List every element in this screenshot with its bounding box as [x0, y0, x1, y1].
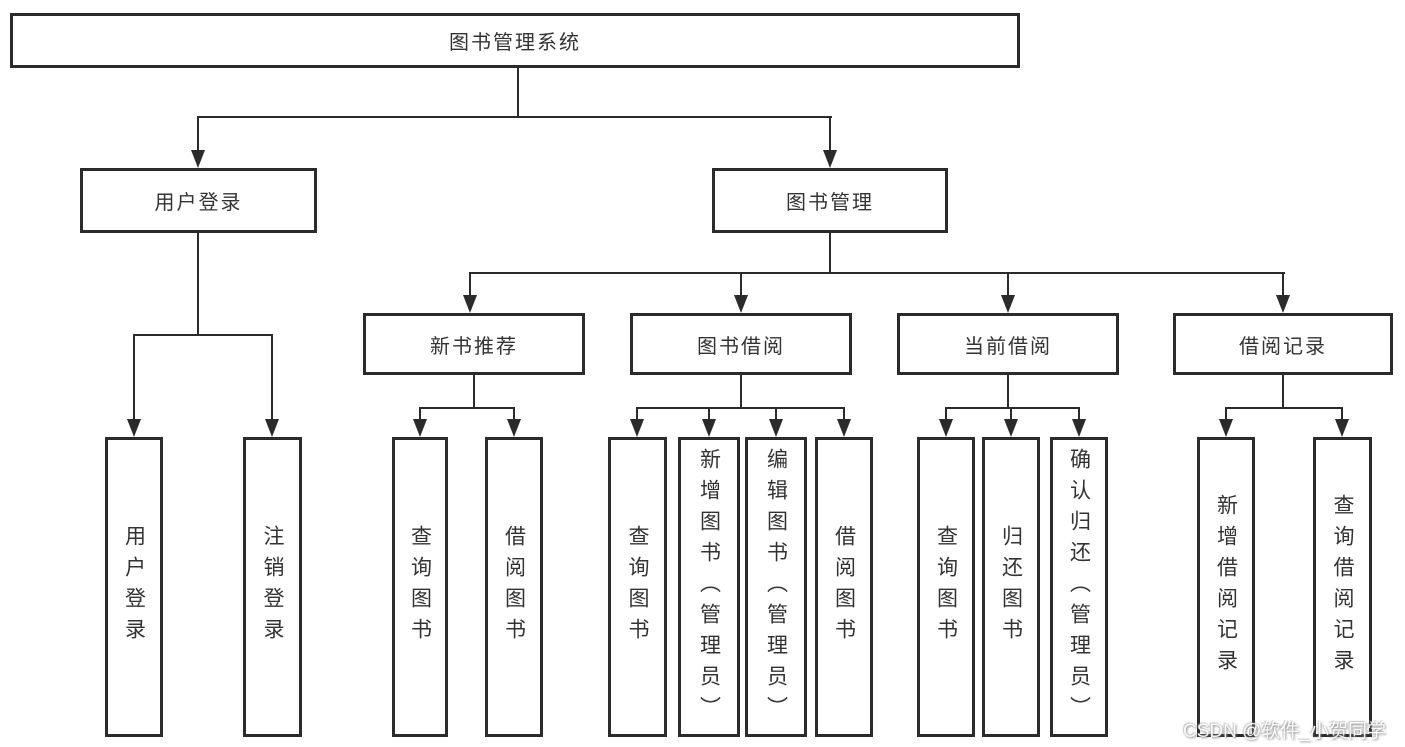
leaf-query-books-borrowing-label: 查询图书 [626, 525, 649, 649]
arrow-down-icon [1335, 419, 1349, 437]
connector-line [740, 375, 742, 408]
connector-line [473, 375, 475, 408]
connector-line [636, 407, 845, 409]
leaf-add-book-admin-label: 新增图书（管理员） [697, 447, 721, 727]
arrow-down-icon [837, 419, 851, 437]
leaf-confirm-return-admin-label: 确认归还（管理员） [1067, 447, 1091, 727]
arrow-down-icon [630, 419, 644, 437]
node-new-book-recommend-label: 新书推荐 [430, 335, 518, 358]
connector-line [1225, 407, 1343, 409]
leaf-return-books: 归还图书 [982, 437, 1040, 737]
node-root-label: 图书管理系统 [449, 32, 581, 54]
arrow-down-icon [507, 419, 521, 437]
leaf-borrow-books-recommend: 借阅图书 [485, 437, 543, 737]
connector-line [197, 116, 832, 118]
connector-line [843, 407, 845, 421]
leaf-borrow-books-recommend-label: 借阅图书 [502, 525, 526, 649]
leaf-add-borrow-record: 新增借阅记录 [1197, 437, 1255, 737]
leaf-query-borrow-record-label: 查询借阅记录 [1331, 494, 1354, 680]
node-book-borrowing: 图书借阅 [630, 313, 852, 375]
arrow-down-icon [413, 419, 427, 437]
connector-line [829, 233, 831, 274]
node-book-borrowing-label: 图书借阅 [697, 335, 785, 358]
connector-line [1282, 375, 1284, 408]
connector-line [740, 272, 742, 298]
arrow-down-icon [191, 150, 205, 168]
connector-line [1007, 375, 1009, 408]
arrow-down-icon [1219, 419, 1233, 437]
arrow-down-icon [1004, 419, 1018, 437]
arrow-down-icon [265, 419, 279, 437]
leaf-borrow-books-borrowing: 借阅图书 [815, 437, 873, 737]
leaf-query-books-current: 查询图书 [917, 437, 975, 737]
connector-line [271, 334, 273, 421]
connector-line [1010, 407, 1012, 421]
connector-line [1282, 272, 1284, 298]
leaf-query-books-recommend-label: 查询图书 [408, 525, 432, 649]
connector-line [945, 407, 1080, 409]
node-book-management: 图书管理 [712, 168, 948, 233]
node-user-login-label: 用户登录 [154, 192, 243, 214]
node-borrowing-records: 借阅记录 [1173, 313, 1393, 375]
connector-line [775, 407, 777, 421]
arrow-down-icon [127, 419, 141, 437]
connector-line [945, 407, 947, 421]
connector-line [1078, 407, 1080, 421]
leaf-edit-book-admin: 编辑图书（管理员） [745, 437, 807, 737]
node-current-borrowing-label: 当前借阅 [964, 335, 1052, 358]
connector-line [513, 407, 515, 421]
leaf-return-books-label: 归还图书 [999, 525, 1023, 649]
leaf-user-login: 用户登录 [105, 437, 163, 737]
leaf-logout-login-label: 注销登录 [261, 525, 284, 649]
connector-line [469, 272, 1285, 274]
arrow-down-icon [463, 295, 477, 313]
leaf-query-borrow-record: 查询借阅记录 [1313, 437, 1372, 737]
arrow-down-icon [1276, 295, 1290, 313]
connector-line [829, 116, 831, 153]
connector-line [1341, 407, 1343, 421]
arrow-down-icon [939, 419, 953, 437]
leaf-query-books-current-label: 查询图书 [934, 525, 958, 649]
node-root: 图书管理系统 [10, 13, 1020, 68]
node-borrowing-records-label: 借阅记录 [1239, 335, 1327, 358]
connector-line [517, 68, 519, 118]
connector-line [708, 407, 710, 421]
connector-line [419, 407, 515, 409]
connector-line [636, 407, 638, 421]
connector-line [197, 116, 199, 153]
connector-line [1007, 272, 1009, 298]
connector-line [133, 334, 135, 421]
arrow-down-icon [823, 150, 837, 168]
leaf-query-books-recommend: 查询图书 [392, 437, 448, 737]
leaf-confirm-return-admin: 确认归还（管理员） [1050, 437, 1108, 737]
leaf-user-login-label: 用户登录 [122, 525, 146, 649]
node-new-book-recommend: 新书推荐 [363, 313, 585, 375]
arrow-down-icon [769, 419, 783, 437]
arrow-down-icon [1072, 419, 1086, 437]
watermark: CSDN @软件_小贺同学 [1183, 721, 1386, 742]
arrow-down-icon [702, 419, 716, 437]
leaf-add-borrow-record-label: 新增借阅记录 [1214, 494, 1238, 680]
connector-line [469, 272, 471, 298]
arrow-down-icon [1001, 295, 1015, 313]
leaf-logout-login: 注销登录 [243, 437, 302, 737]
arrow-down-icon [734, 295, 748, 313]
connector-line [197, 233, 199, 336]
leaf-edit-book-admin-label: 编辑图书（管理员） [764, 447, 788, 727]
leaf-borrow-books-borrowing-label: 借阅图书 [832, 525, 856, 649]
connector-line [419, 407, 421, 421]
node-user-login: 用户登录 [80, 168, 317, 233]
leaf-query-books-borrowing: 查询图书 [608, 437, 667, 737]
node-book-management-label: 图书管理 [786, 192, 874, 214]
leaf-add-book-admin: 新增图书（管理员） [678, 437, 740, 737]
connector-line [1225, 407, 1227, 421]
node-current-borrowing: 当前借阅 [897, 313, 1119, 375]
connector-line [133, 334, 273, 336]
